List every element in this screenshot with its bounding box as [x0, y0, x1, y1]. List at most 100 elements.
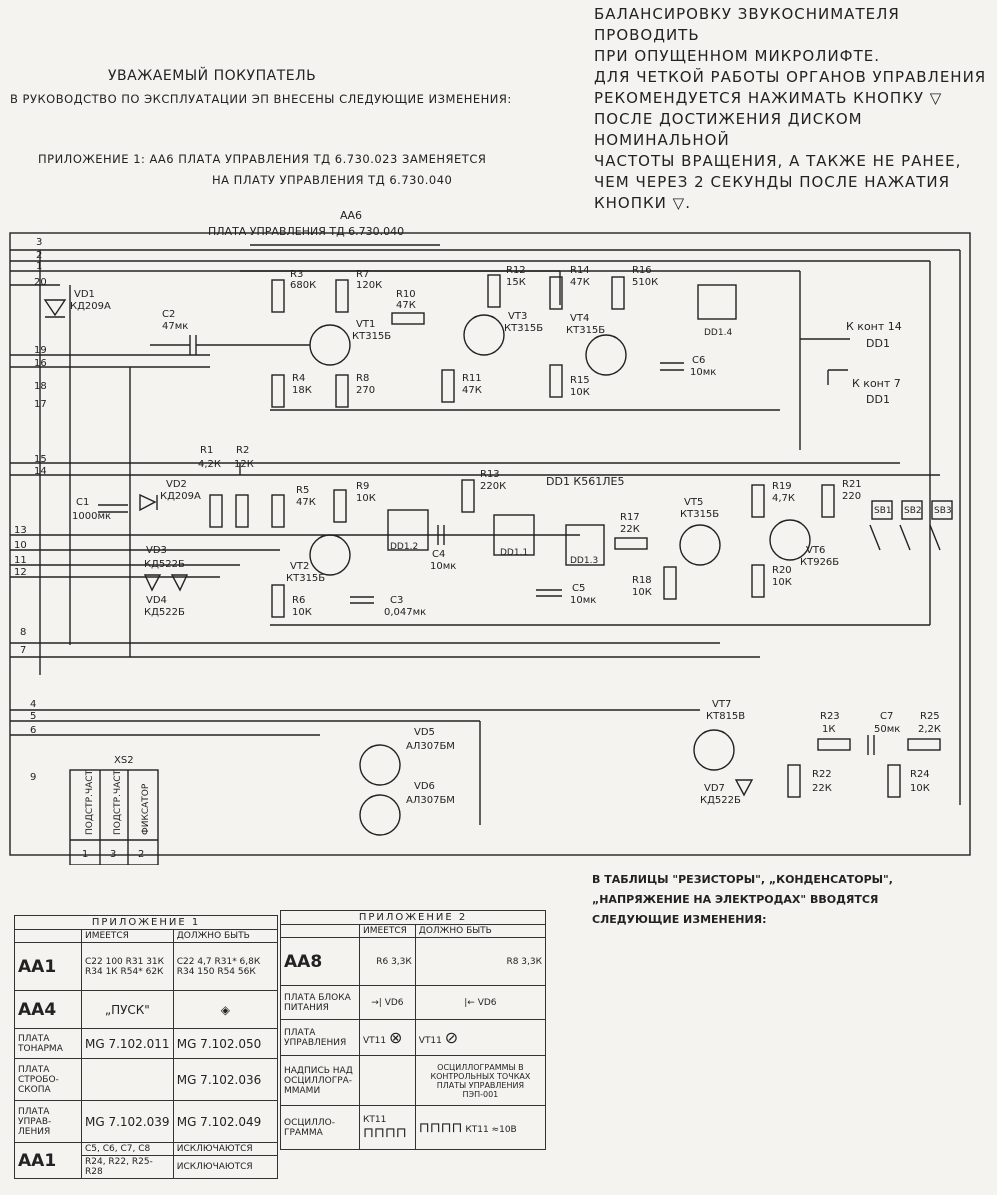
label-r3: R3	[290, 269, 303, 280]
value-vt2: КТ315Б	[286, 573, 325, 584]
label-vd7: VD7	[704, 783, 725, 794]
value-c6: 10мк	[690, 367, 716, 378]
table-cell: С5, С6, С7, С8	[81, 1142, 174, 1156]
appendix-2-table: ПРИЛОЖЕНИЕ 2 ИМЕЕТСЯ ДОЛЖНО БЫТЬ АА8 R6 …	[280, 910, 547, 1150]
pin-label: 11	[14, 555, 27, 566]
pin-label: 15	[34, 454, 47, 465]
chip-title: DD1 К561ЛЕ5	[546, 475, 624, 488]
value-r24: 10К	[910, 783, 930, 794]
label-vt1: VT1	[356, 319, 375, 330]
table-row-name: НАДПИСЬ НАД ОСЦИЛЛОГРА-ММАМИ	[280, 1055, 360, 1106]
value-c2: 47мк	[162, 321, 188, 332]
value-vd1: КД209А	[70, 301, 111, 312]
gate-label: DD1.4	[704, 328, 732, 338]
label-r8: R8	[356, 373, 369, 384]
pin-label: 19	[34, 345, 47, 356]
output-label-1b: DD1	[866, 337, 890, 350]
label-r25: R25	[920, 711, 940, 722]
label-vt5: VT5	[684, 497, 703, 508]
connector-num: 3	[110, 849, 116, 860]
pin-label: 18	[34, 381, 47, 392]
label-r12: R12	[506, 265, 526, 276]
label-r13: R13	[480, 469, 500, 480]
label-vd2: VD2	[166, 479, 187, 490]
label-vt4: VT4	[570, 313, 589, 324]
oscillogram-label: КТ11	[363, 1114, 387, 1125]
col-header-has: ИМЕЕТСЯ	[81, 929, 174, 943]
value-r11: 47К	[462, 385, 482, 396]
pin-label: 1	[36, 261, 42, 272]
value-r4: 18К	[292, 385, 312, 396]
col-header-has: ИМЕЕТСЯ	[359, 924, 416, 938]
value-c5: 10мк	[570, 595, 596, 606]
board-title: ПЛАТА УПРАВЛЕНИЯ ТД 6.730.040	[208, 225, 404, 238]
label-r10: R10	[396, 289, 416, 300]
label-c1: C1	[76, 497, 89, 508]
value-r25: 2,2К	[918, 724, 941, 735]
value-r21: 220	[842, 491, 861, 502]
value-vt4: КТ315Б	[566, 325, 605, 336]
connector-pin-label: ПОДСТР.ЧАСТ	[113, 769, 123, 835]
table-cell: mg 7.102.036	[172, 1058, 279, 1101]
table-cell: ◈	[172, 990, 279, 1029]
note-line: „НАПРЯЖЕНИЕ НА ЭЛЕКТРОДАХ" ВВОДЯТСЯ	[592, 893, 879, 906]
table-row-name: ПЛАТА СТРОБО-СКОПА	[14, 1058, 82, 1101]
table-cell: С22 100 R31 31К R34 1К R54* 62К	[81, 942, 174, 991]
table-cell: ИСКЛЮЧАЮТСЯ	[172, 1155, 279, 1179]
table-row-name: ПЛАТА БЛОКА ПИТАНИЯ	[280, 985, 360, 1020]
transistor-icon: ⊘	[444, 1028, 459, 1047]
value-r19: 4,7К	[772, 493, 795, 504]
table-cell: VT11 ⊗	[359, 1019, 416, 1056]
oscillogram-label: КТ11 ≈10В	[465, 1124, 517, 1135]
value-vd6: АЛ307БМ	[406, 795, 455, 806]
gate-label: DD1.3	[570, 556, 598, 566]
board-id: АА6	[340, 209, 362, 222]
value-r15: 10К	[570, 387, 590, 398]
bottom-note: В ТАБЛИЦЫ "РЕЗИСТОРЫ", „КОНДЕНСАТОРЫ", „…	[592, 870, 932, 930]
label-vd1: VD1	[74, 289, 95, 300]
pin-label: 13	[14, 525, 27, 536]
label-r5: R5	[296, 485, 309, 496]
table-cell: mg 7.102.049	[172, 1100, 279, 1143]
notes-right: БАЛАНСИРОВКУ ЗВУКОСНИМАТЕЛЯ ПРОВОДИТЬ ПР…	[594, 4, 989, 214]
pin-label: 14	[34, 466, 47, 477]
note-line: ПОСЛЕ ДОСТИЖЕНИЯ ДИСКОМ НОМИНАЛЬНОЙ	[594, 110, 863, 149]
output-label-2: К конт 7	[852, 377, 901, 390]
value-vd2: КД209А	[160, 491, 201, 502]
connector-pin-label: ФИКСАТОР	[141, 783, 151, 835]
appendix-line-1: ПРИЛОЖЕНИЕ 1: АА6 ПЛАТА УПРАВЛЕНИЯ ТД 6.…	[38, 152, 487, 166]
value-vt6: КТ926Б	[800, 557, 839, 568]
note-line: ЧЕМ ЧЕРЕЗ 2 СЕКУНДЫ ПОСЛЕ НАЖАТИЯ	[594, 173, 951, 191]
note-line: ЧАСТОТЫ ВРАЩЕНИЯ, А ТАКЖЕ НЕ РАНЕЕ,	[594, 152, 962, 170]
label-vt6: VT6	[806, 545, 825, 556]
label-vd5: VD5	[414, 727, 435, 738]
note-line: ПРИ ОПУЩЕННОМ МИКРОЛИФТЕ.	[594, 47, 880, 65]
value-r16: 510К	[632, 277, 658, 288]
label-r7: R7	[356, 269, 369, 280]
label-c4: C4	[432, 549, 445, 560]
table-cell	[359, 1055, 416, 1106]
diode-icon: →|	[371, 997, 382, 1008]
pin-label: 16	[34, 358, 47, 369]
pin-label: 20	[34, 277, 47, 288]
connector-ref: XS2	[114, 755, 134, 766]
table-row-name: АА1	[14, 1142, 82, 1179]
output-label-2b: DD1	[866, 393, 890, 406]
col-header-should: ДОЛЖНО БЫТЬ	[172, 929, 279, 943]
value-vt3: КТ315Б	[504, 323, 543, 334]
value-c3: 0,047мк	[384, 607, 426, 618]
square-wave-icon: ⊓⊓⊓⊓	[363, 1124, 407, 1141]
label-c3: C3	[390, 595, 403, 606]
intro-text: В РУКОВОДСТВО ПО ЭКСПЛУАТАЦИИ ЭП ВНЕСЕНЫ…	[10, 92, 512, 106]
appendix-1-table: ПРИЛОЖЕНИЕ 1 ИМЕЕТСЯ ДОЛЖНО БЫТЬ АА1 С22…	[14, 915, 279, 1179]
pin-label: 9	[30, 772, 36, 783]
value-vd5: АЛ307БМ	[406, 741, 455, 752]
table-cell: R6 3,3К	[359, 937, 416, 986]
table-cell: ⊓⊓⊓⊓ КТ11 ≈10В	[414, 1105, 547, 1150]
connector-num: 2	[138, 849, 144, 860]
table-row-name: АА8	[280, 937, 360, 986]
value-vt1: КТ315Б	[352, 331, 391, 342]
label-c2: C2	[162, 309, 175, 320]
label-vt7: VT7	[712, 699, 731, 710]
value-c4: 10мк	[430, 561, 456, 572]
